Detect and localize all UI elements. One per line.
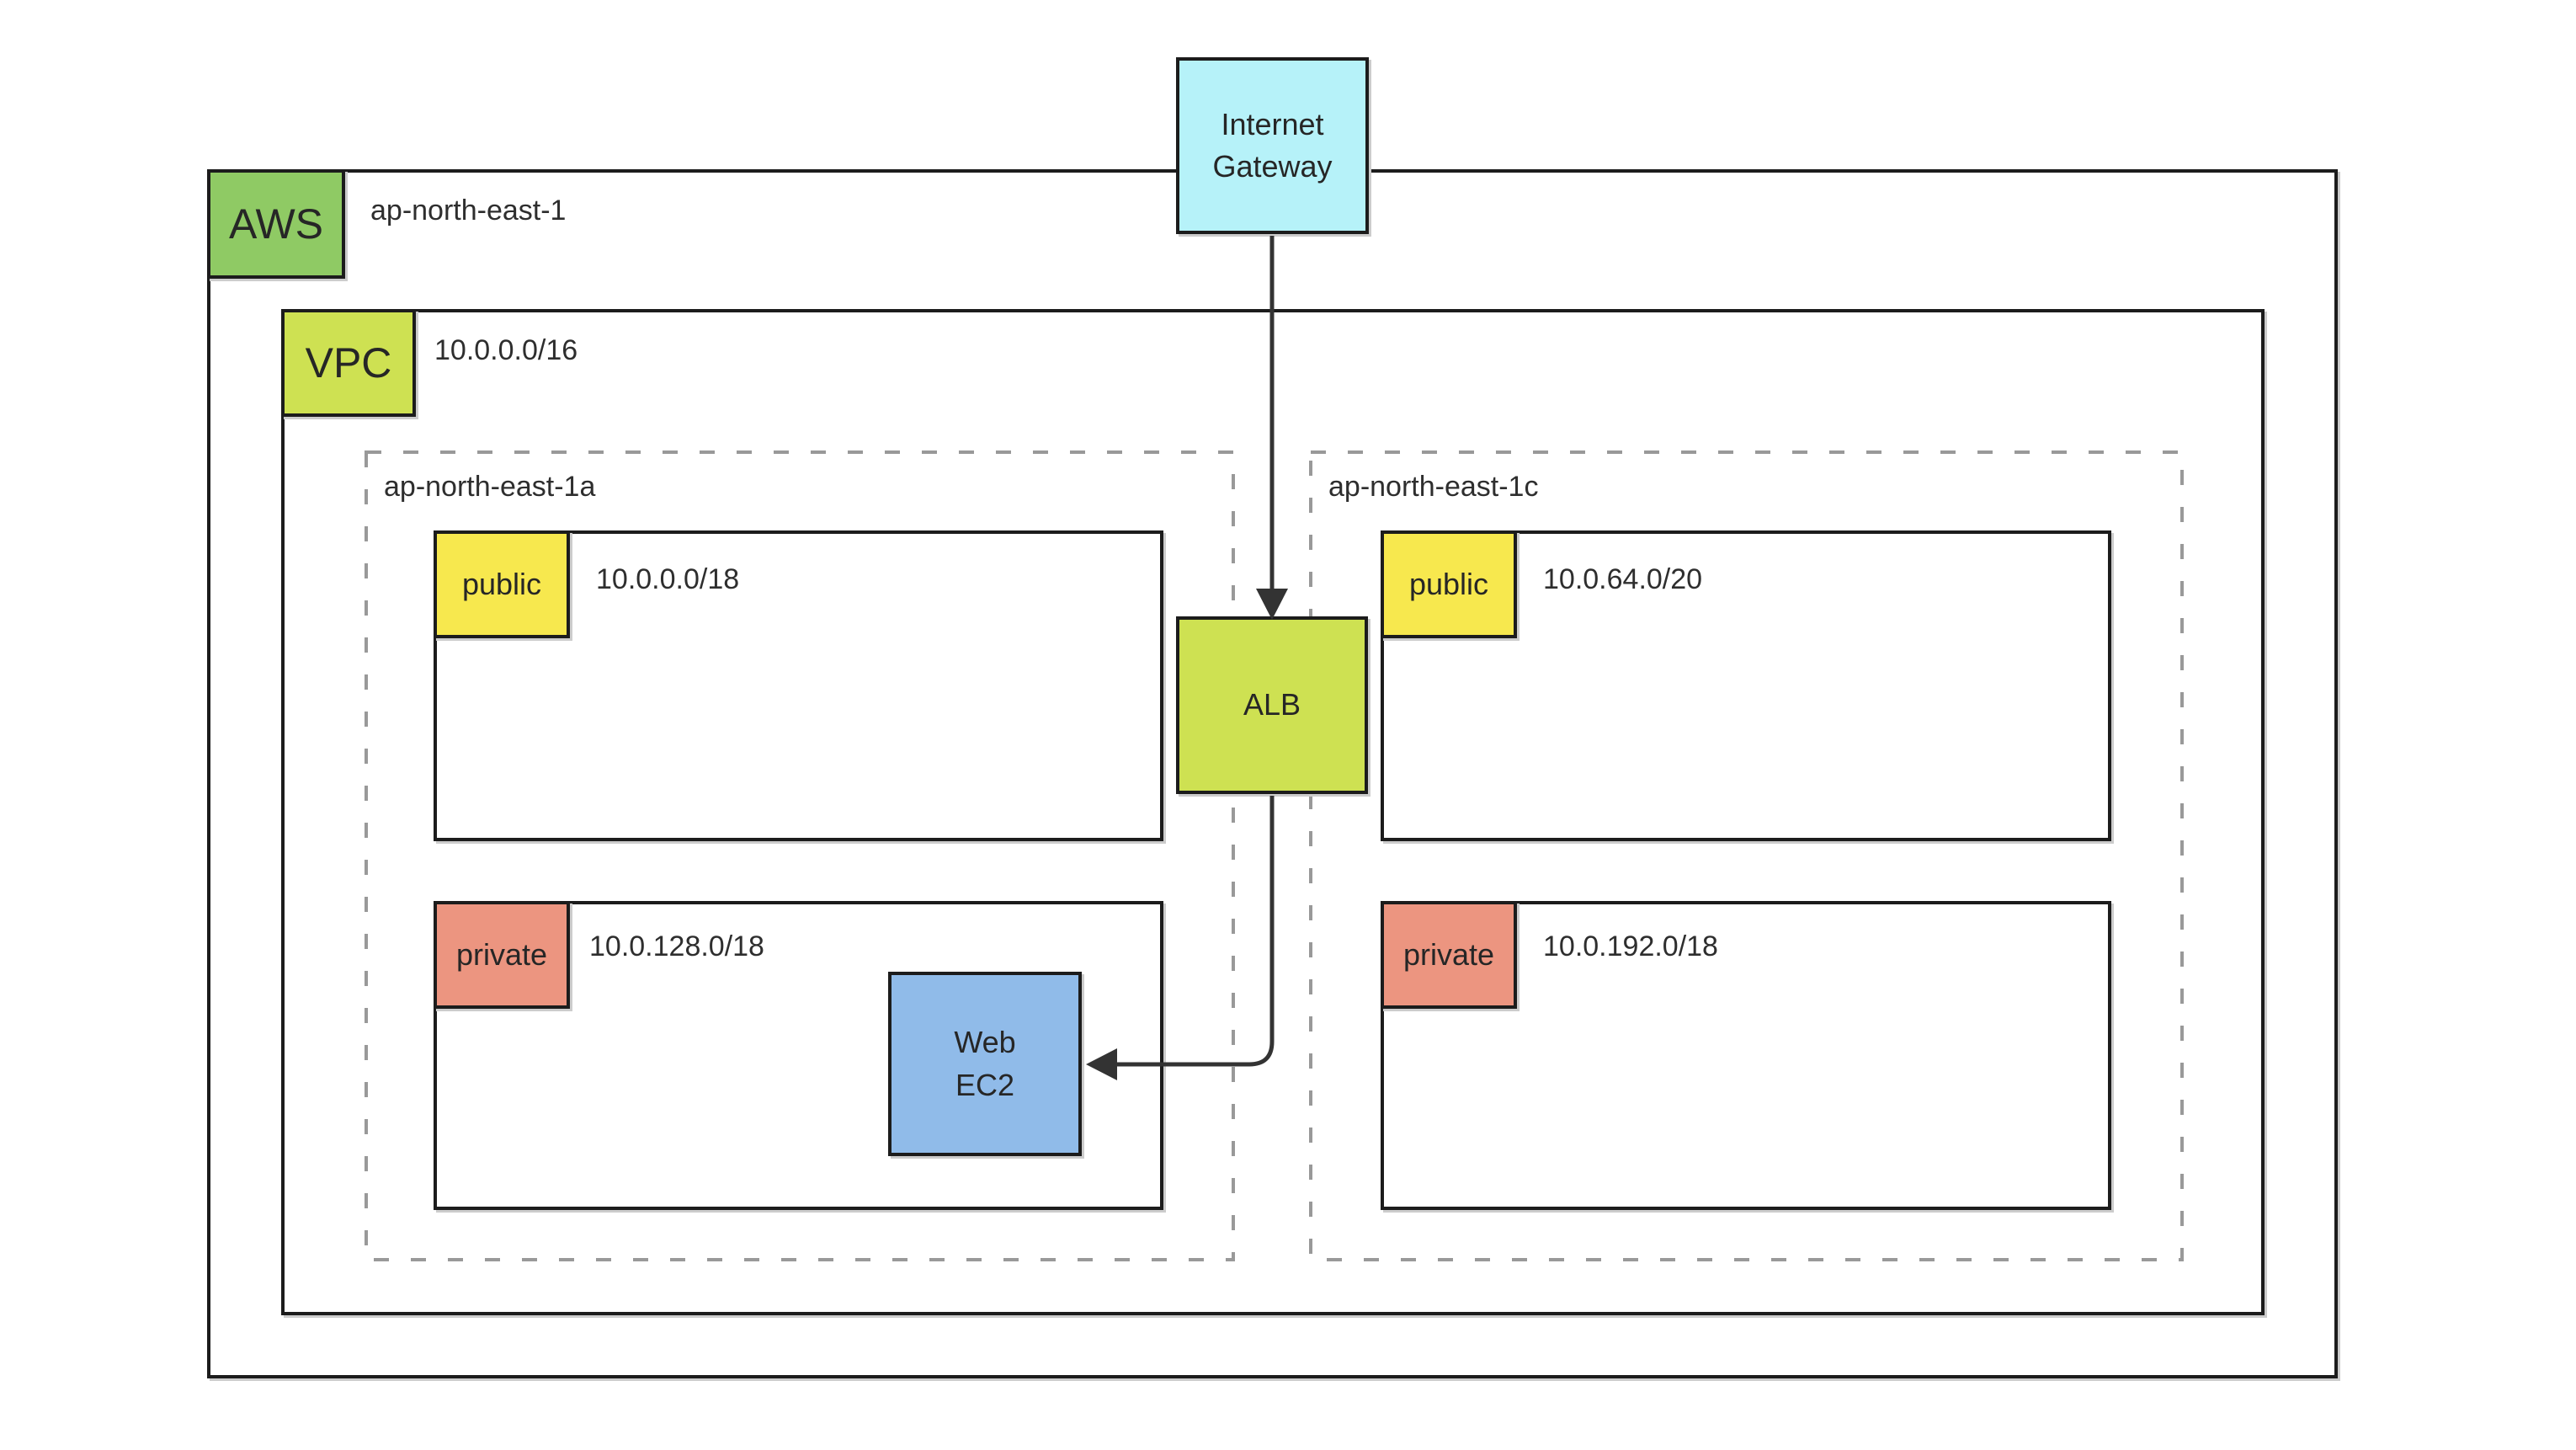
internet-gateway-label-line1: Internet bbox=[1221, 106, 1324, 141]
aws-label: AWS bbox=[228, 200, 324, 248]
subnet-public-1c-label-plate: public bbox=[1381, 530, 1517, 638]
subnet-private-1c-label-plate: private bbox=[1381, 901, 1517, 1009]
aws-label-plate: AWS bbox=[207, 169, 345, 279]
internet-gateway-node: Internet Gateway bbox=[1176, 57, 1369, 234]
vpc-cidr-label: 10.0.0.0/16 bbox=[434, 334, 578, 366]
subnet-public-1c-cidr: 10.0.64.0/20 bbox=[1543, 563, 1703, 595]
region-title: ap-north-east-1 bbox=[370, 195, 567, 227]
web-ec2-label-line1: Web bbox=[954, 1025, 1016, 1060]
subnet-private-1c-cidr: 10.0.192.0/18 bbox=[1543, 930, 1718, 962]
subnet-public-1a-cidr: 10.0.0.0/18 bbox=[596, 563, 740, 595]
web-ec2-label-line2: EC2 bbox=[955, 1067, 1015, 1102]
alb-node: ALB bbox=[1176, 616, 1368, 794]
subnet-private-1a-cidr: 10.0.128.0/18 bbox=[589, 930, 764, 962]
vpc-label-plate: VPC bbox=[281, 309, 416, 417]
subnet-public-1c-label: public bbox=[1408, 567, 1489, 601]
alb-label: ALB bbox=[1243, 687, 1301, 722]
subnet-private-1c-box: private bbox=[1381, 901, 2111, 1210]
subnet-private-1c-label: private bbox=[1402, 937, 1495, 972]
subnet-public-1a-label-plate: public bbox=[434, 530, 570, 638]
subnet-private-1a-label: private bbox=[455, 937, 548, 972]
subnet-private-1a-label-plate: private bbox=[434, 901, 570, 1009]
subnet-public-1a-label: public bbox=[461, 567, 542, 601]
az-1a-title: ap-north-east-1a bbox=[384, 471, 596, 503]
vpc-label: VPC bbox=[305, 339, 392, 386]
subnet-public-1a-box: public bbox=[434, 530, 1163, 841]
subnet-public-1c-box: public bbox=[1381, 530, 2111, 841]
web-ec2-node: Web EC2 bbox=[888, 972, 1082, 1156]
internet-gateway-label-line2: Gateway bbox=[1212, 149, 1333, 184]
az-1c-title: ap-north-east-1c bbox=[1328, 471, 1539, 503]
